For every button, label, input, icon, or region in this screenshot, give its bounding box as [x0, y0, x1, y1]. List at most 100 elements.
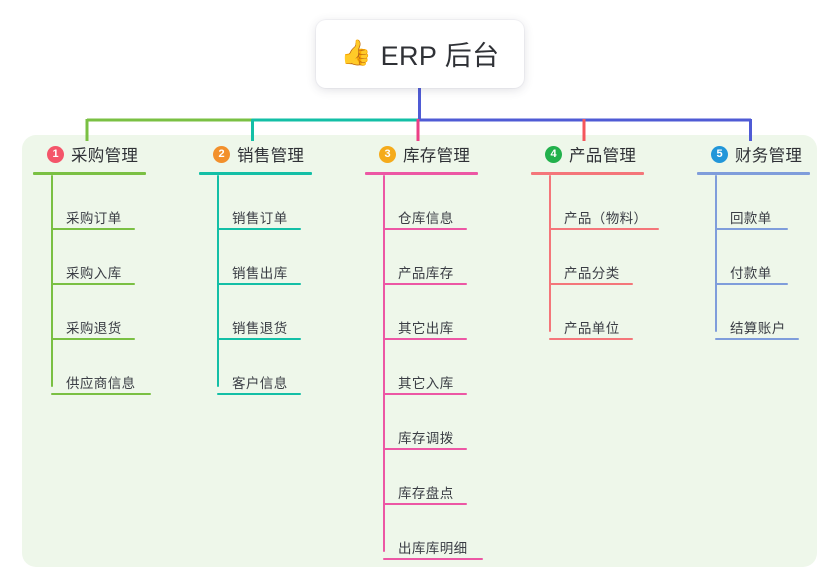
branch-header-4[interactable]: 4 产品管理 [531, 142, 686, 166]
leaf-item-label: 销售退货 [232, 320, 288, 336]
leaf-item[interactable]: 其它入库 [383, 340, 515, 395]
leaf-item-label: 产品库存 [398, 265, 454, 281]
leaf-item-rule [715, 228, 788, 230]
leaf-item-rule [383, 503, 467, 505]
branch-items-1: 采购订单采购入库采购退货供应商信息 [33, 175, 183, 395]
leaf-item[interactable]: 仓库信息 [383, 175, 515, 230]
leaf-item[interactable]: 回款单 [715, 175, 827, 230]
leaf-item-label: 回款单 [730, 210, 772, 226]
leaf-item-label: 产品（物料） [564, 210, 648, 226]
branch-header-2[interactable]: 2 销售管理 [199, 142, 349, 166]
leaf-item-rule [383, 393, 467, 395]
branch-rule-1 [33, 172, 146, 175]
leaf-item-rule [715, 338, 799, 340]
leaf-item[interactable]: 产品分类 [549, 230, 686, 285]
branch-column-4: 4 产品管理产品（物料） 产品分类产品单位 [531, 142, 686, 340]
branch-title-3: 库存管理 [403, 147, 471, 165]
branch-stem-3 [383, 175, 385, 552]
branch-stem-4 [549, 175, 551, 332]
leaf-item-rule [549, 338, 633, 340]
leaf-item-label: 其它出库 [398, 320, 454, 336]
branch-column-5: 5 财务管理回款单付款单结算账户 [697, 142, 827, 340]
leaf-item[interactable]: 付款单 [715, 230, 827, 285]
leaf-item[interactable]: 其它出库 [383, 285, 515, 340]
leaf-item[interactable]: 采购入库 [51, 230, 183, 285]
branch-items-2: 销售订单销售出库销售退货客户信息 [199, 175, 349, 395]
branch-title-5: 财务管理 [735, 147, 803, 165]
root-node-title: ERP 后台 [380, 40, 500, 71]
branch-stem-5 [715, 175, 717, 332]
leaf-item-label: 供应商信息 [66, 375, 136, 391]
leaf-item-rule [383, 558, 483, 560]
root-node-content: 👍 ERP 后台 [340, 34, 499, 73]
leaf-item-label: 出库库明细 [398, 540, 468, 556]
branch-badge-4: 4 [545, 145, 562, 163]
leaf-item[interactable]: 产品库存 [383, 230, 515, 285]
leaf-item-rule [549, 228, 659, 230]
branch-header-3[interactable]: 3 库存管理 [365, 142, 515, 166]
branch-badge-2: 2 [213, 145, 230, 163]
leaf-item-label: 库存盘点 [398, 485, 454, 501]
leaf-item[interactable]: 采购订单 [51, 175, 183, 230]
branch-items-4: 产品（物料） 产品分类产品单位 [531, 175, 686, 340]
leaf-item-rule [51, 228, 135, 230]
leaf-item-rule [715, 283, 788, 285]
leaf-item[interactable]: 库存调拨 [383, 395, 515, 450]
leaf-item-label: 其它入库 [398, 375, 454, 391]
leaf-item-label: 销售出库 [232, 265, 288, 281]
branch-title-1: 采购管理 [71, 147, 139, 165]
branch-stem-2 [217, 175, 219, 387]
branch-items-5: 回款单付款单结算账户 [697, 175, 827, 340]
leaf-item-rule [51, 393, 151, 395]
branch-items-3: 仓库信息产品库存其它出库其它入库库存调拨库存盘点出库库明细 [365, 175, 515, 560]
leaf-item-label: 销售订单 [232, 210, 288, 226]
branch-title-4: 产品管理 [569, 147, 637, 165]
leaf-item-rule [51, 338, 135, 340]
leaf-item-label: 产品分类 [564, 265, 620, 281]
branch-rule-3 [365, 172, 478, 175]
root-node-card[interactable]: 👍 ERP 后台 [316, 20, 524, 88]
leaf-item[interactable]: 库存盘点 [383, 450, 515, 505]
leaf-item-label: 采购入库 [66, 265, 122, 281]
branch-header-5[interactable]: 5 财务管理 [697, 142, 827, 166]
branch-badge-3: 3 [379, 145, 396, 163]
thumbs-up-icon: 👍 [340, 38, 372, 67]
branch-header-1[interactable]: 1 采购管理 [33, 142, 183, 166]
branch-badge-5: 5 [711, 145, 728, 163]
leaf-item[interactable]: 销售退货 [217, 285, 349, 340]
branch-rule-5 [697, 172, 810, 175]
leaf-item-rule [383, 283, 467, 285]
leaf-item[interactable]: 客户信息 [217, 340, 349, 395]
branches-panel [22, 135, 817, 567]
leaf-item-rule [51, 283, 135, 285]
branch-column-2: 2 销售管理销售订单销售出库销售退货客户信息 [199, 142, 349, 395]
branch-column-3: 3 库存管理仓库信息产品库存其它出库其它入库库存调拨库存盘点出库库明细 [365, 142, 515, 560]
leaf-item-rule [549, 283, 633, 285]
branch-rule-2 [199, 172, 312, 175]
leaf-item[interactable]: 采购退货 [51, 285, 183, 340]
leaf-item[interactable]: 产品（物料） [549, 175, 686, 230]
leaf-item-label: 采购订单 [66, 210, 122, 226]
leaf-item[interactable]: 销售出库 [217, 230, 349, 285]
leaf-item[interactable]: 供应商信息 [51, 340, 183, 395]
leaf-item-label: 客户信息 [232, 375, 288, 391]
leaf-item-rule [383, 228, 467, 230]
leaf-item[interactable]: 产品单位 [549, 285, 686, 340]
branch-title-2: 销售管理 [237, 147, 305, 165]
leaf-item[interactable]: 结算账户 [715, 285, 827, 340]
leaf-item-rule [383, 448, 467, 450]
leaf-item-label: 产品单位 [564, 320, 620, 336]
leaf-item-label: 付款单 [730, 265, 772, 281]
leaf-item-label: 结算账户 [730, 320, 786, 336]
leaf-item-rule [217, 228, 301, 230]
branch-badge-1: 1 [47, 145, 64, 163]
leaf-item[interactable]: 出库库明细 [383, 505, 515, 560]
branch-column-1: 1 采购管理采购订单采购入库采购退货供应商信息 [33, 142, 183, 395]
leaf-item-label: 库存调拨 [398, 430, 454, 446]
leaf-item-label: 仓库信息 [398, 210, 454, 226]
leaf-item-rule [217, 338, 301, 340]
leaf-item[interactable]: 销售订单 [217, 175, 349, 230]
branch-rule-4 [531, 172, 644, 175]
leaf-item-rule [217, 283, 301, 285]
